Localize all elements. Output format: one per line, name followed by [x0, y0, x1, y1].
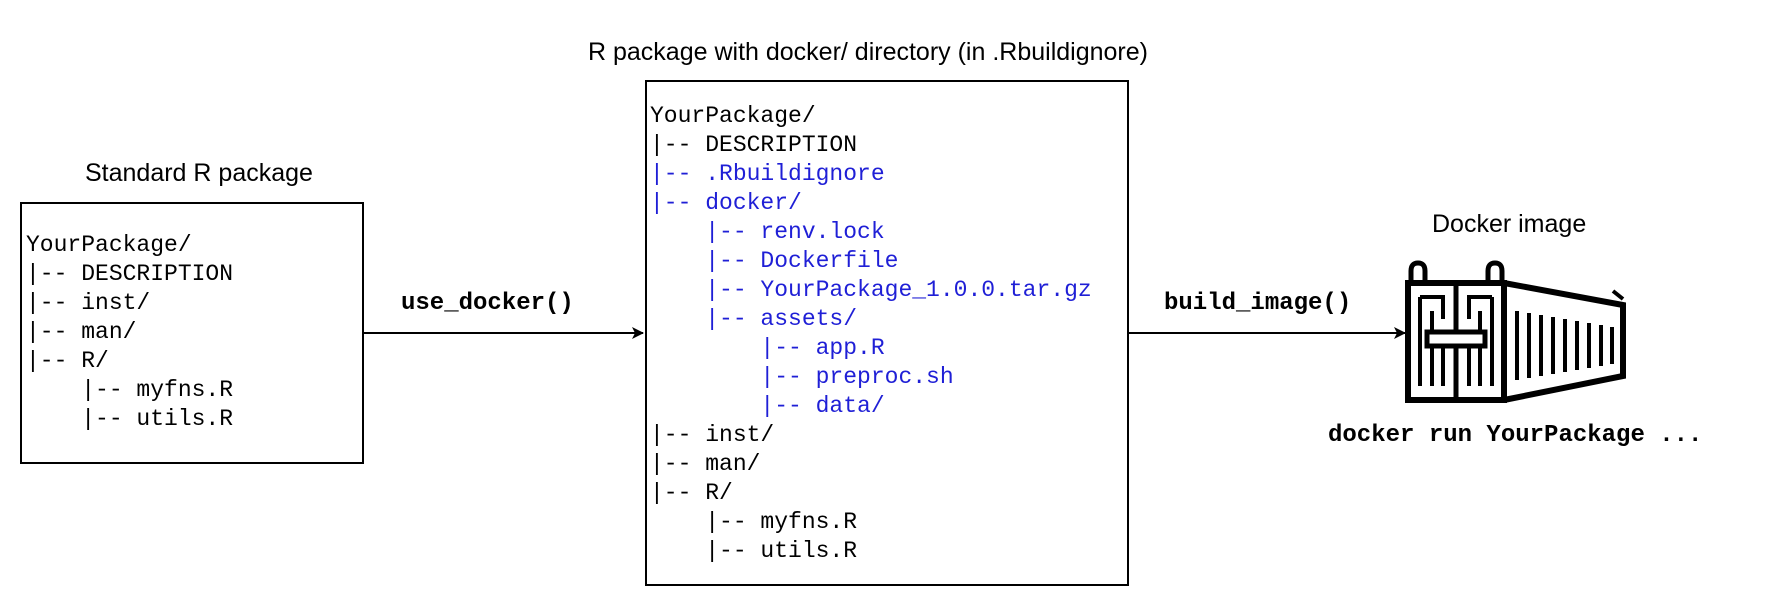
docker-tree-line: |-- DESCRIPTION [650, 132, 858, 158]
docker-package-tree: YourPackage/ |-- DESCRIPTION |-- .Rbuildig… [650, 102, 1092, 566]
docker-tree-line: |-- R/ [650, 480, 733, 506]
docker-tree-line: |-- man/ [650, 451, 761, 477]
shipping-container-icon [1405, 260, 1626, 403]
standard-tree-line: |-- inst/ [26, 290, 151, 316]
docker-package-title: R package with docker/ directory (in .Rb… [588, 38, 1148, 66]
standard-tree-line: |-- man/ [26, 319, 137, 345]
use-docker-label: use_docker() [401, 290, 574, 317]
docker-tree-line: |-- utils.R [650, 538, 858, 564]
docker-tree-line: |-- YourPackage_1.0.0.tar.gz [650, 277, 1092, 303]
docker-tree-line: |-- assets/ [650, 306, 858, 332]
standard-tree-line: |-- myfns.R [26, 377, 234, 403]
docker-tree-line: |-- .Rbuildignore [650, 161, 885, 187]
docker-run-command: docker run YourPackage ... [1328, 422, 1703, 449]
docker-package-box: YourPackage/ |-- DESCRIPTION |-- .Rbuildig… [645, 80, 1129, 586]
standard-tree-line: YourPackage/ [26, 232, 192, 258]
docker-tree-line: |-- data/ [650, 393, 885, 419]
docker-tree-line: |-- inst/ [650, 422, 775, 448]
standard-package-tree: YourPackage/ |-- DESCRIPTION |-- inst/ |-- … [26, 231, 233, 434]
build-image-label: build_image() [1164, 290, 1352, 317]
docker-tree-line: |-- app.R [650, 335, 885, 361]
docker-tree-line: |-- Dockerfile [650, 248, 899, 274]
standard-tree-line: |-- DESCRIPTION [26, 261, 234, 287]
standard-package-box: YourPackage/ |-- DESCRIPTION |-- inst/ |-- … [20, 202, 364, 464]
docker-tree-line: YourPackage/ [650, 103, 816, 129]
docker-tree-line: |-- docker/ [650, 190, 802, 216]
docker-tree-line: |-- renv.lock [650, 219, 885, 245]
standard-tree-line: |-- utils.R [26, 406, 234, 432]
docker-tree-line: |-- preproc.sh [650, 364, 954, 390]
standard-package-title: Standard R package [85, 159, 313, 187]
docker-image-title: Docker image [1432, 210, 1587, 238]
standard-tree-line: |-- R/ [26, 348, 109, 374]
docker-tree-line: |-- myfns.R [650, 509, 858, 535]
